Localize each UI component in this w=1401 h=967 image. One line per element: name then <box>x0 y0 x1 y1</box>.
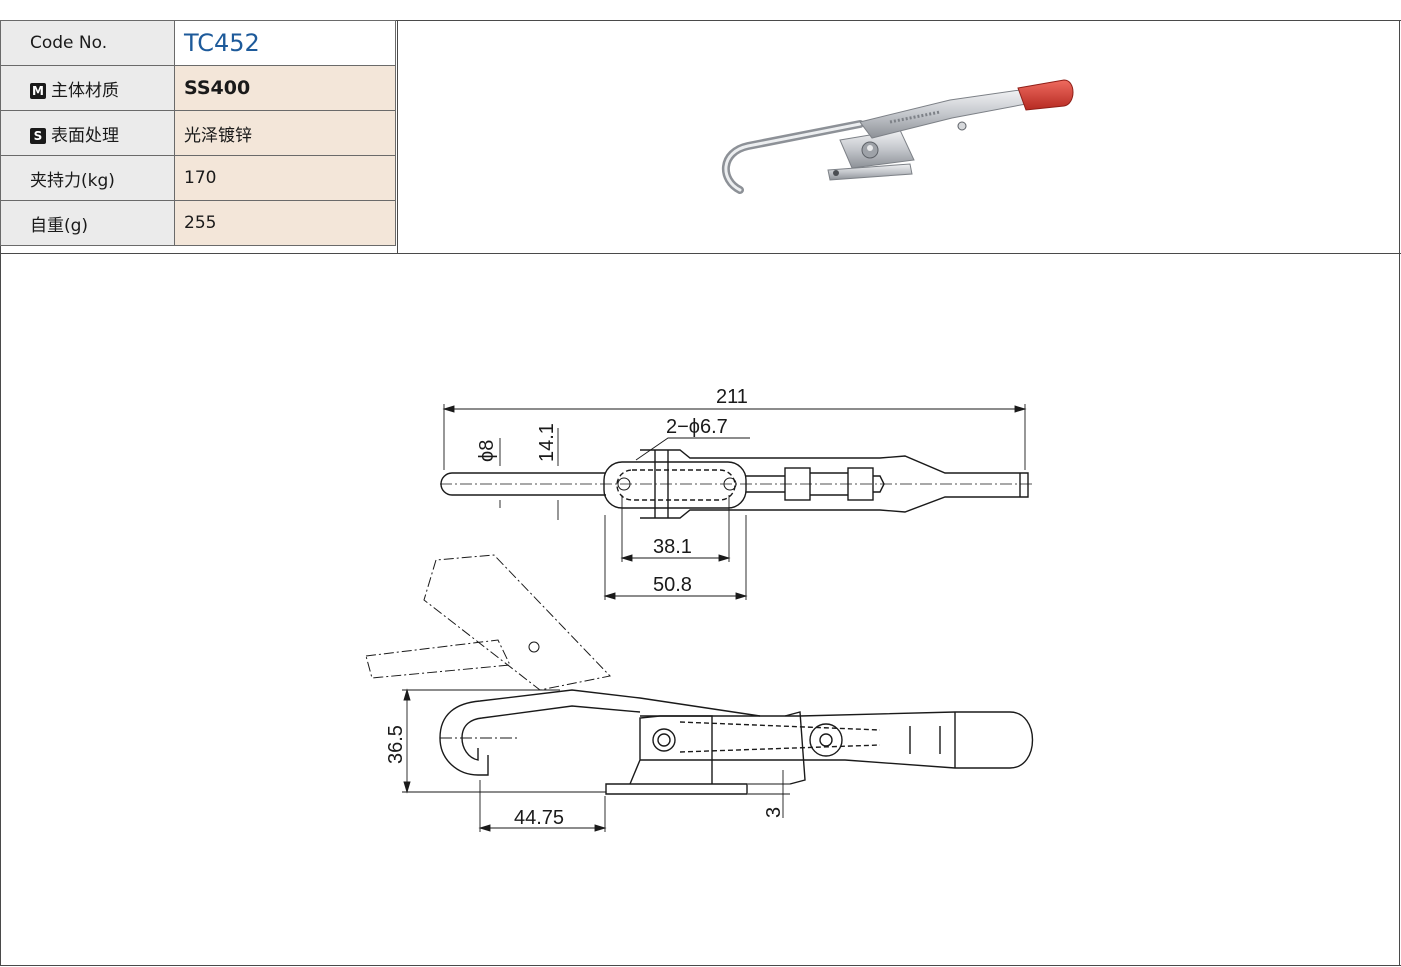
code-label: Code No. <box>0 20 175 66</box>
table-row: Code No. TC452 <box>0 20 396 66</box>
table-row: 自重(g) 255 <box>0 200 396 246</box>
force-label: 夹持力(kg) <box>0 155 175 201</box>
product-photo <box>721 79 1074 194</box>
bottom-border <box>0 965 1401 966</box>
section-divider <box>0 253 1401 254</box>
dim-width: 14.1 <box>536 423 558 462</box>
dim-holes: 2−ϕ6.7 <box>666 416 728 438</box>
weight-label: 自重(g) <box>0 200 175 246</box>
surface-value: 光泽镀锌 <box>174 110 396 156</box>
dim-height: 36.5 <box>385 725 407 764</box>
material-badge: M <box>30 82 46 99</box>
top-dimensions <box>442 404 1027 600</box>
right-border <box>1399 20 1400 966</box>
lever-arm <box>859 89 1027 139</box>
side-view <box>365 554 1034 795</box>
hook-shape <box>721 120 864 194</box>
dim-base-thickness: 3 <box>763 807 785 818</box>
table-row: M 主体材质 SS400 <box>0 65 396 111</box>
top-border <box>0 20 1401 21</box>
material-value: SS400 <box>174 65 396 111</box>
material-label-cell: M 主体材质 <box>0 65 175 111</box>
dim-hook-offset: 44.75 <box>514 807 564 829</box>
handle-grip <box>1017 79 1074 111</box>
surface-label-cell: S 表面处理 <box>0 110 175 156</box>
dim-overall-length: 211 <box>716 386 748 408</box>
surface-badge: S <box>30 127 46 144</box>
dim-pin-dia: ϕ8 <box>476 440 498 462</box>
technical-drawing: 211 2−ϕ6.7 ϕ8 14.1 38.1 50.8 36.5 44.75 … <box>365 386 1035 832</box>
dim-base-length: 50.8 <box>653 574 692 596</box>
weight-value: 255 <box>174 200 396 246</box>
top-view <box>440 449 1035 519</box>
force-value: 170 <box>174 155 396 201</box>
table-right-border <box>397 20 398 253</box>
spec-table: Code No. TC452 M 主体材质 SS400 S 表面处理 光泽镀锌 夹持… <box>0 20 396 246</box>
surface-label: 表面处理 <box>51 125 119 146</box>
base-plate <box>827 163 913 181</box>
left-border <box>0 20 1 966</box>
side-dimensions <box>402 688 790 832</box>
code-value: TC452 <box>174 20 396 66</box>
table-row: S 表面处理 光泽镀锌 <box>0 110 396 156</box>
dim-hole-pitch: 38.1 <box>653 536 692 558</box>
material-label: 主体材质 <box>51 80 119 101</box>
table-row: 夹持力(kg) 170 <box>0 155 396 201</box>
